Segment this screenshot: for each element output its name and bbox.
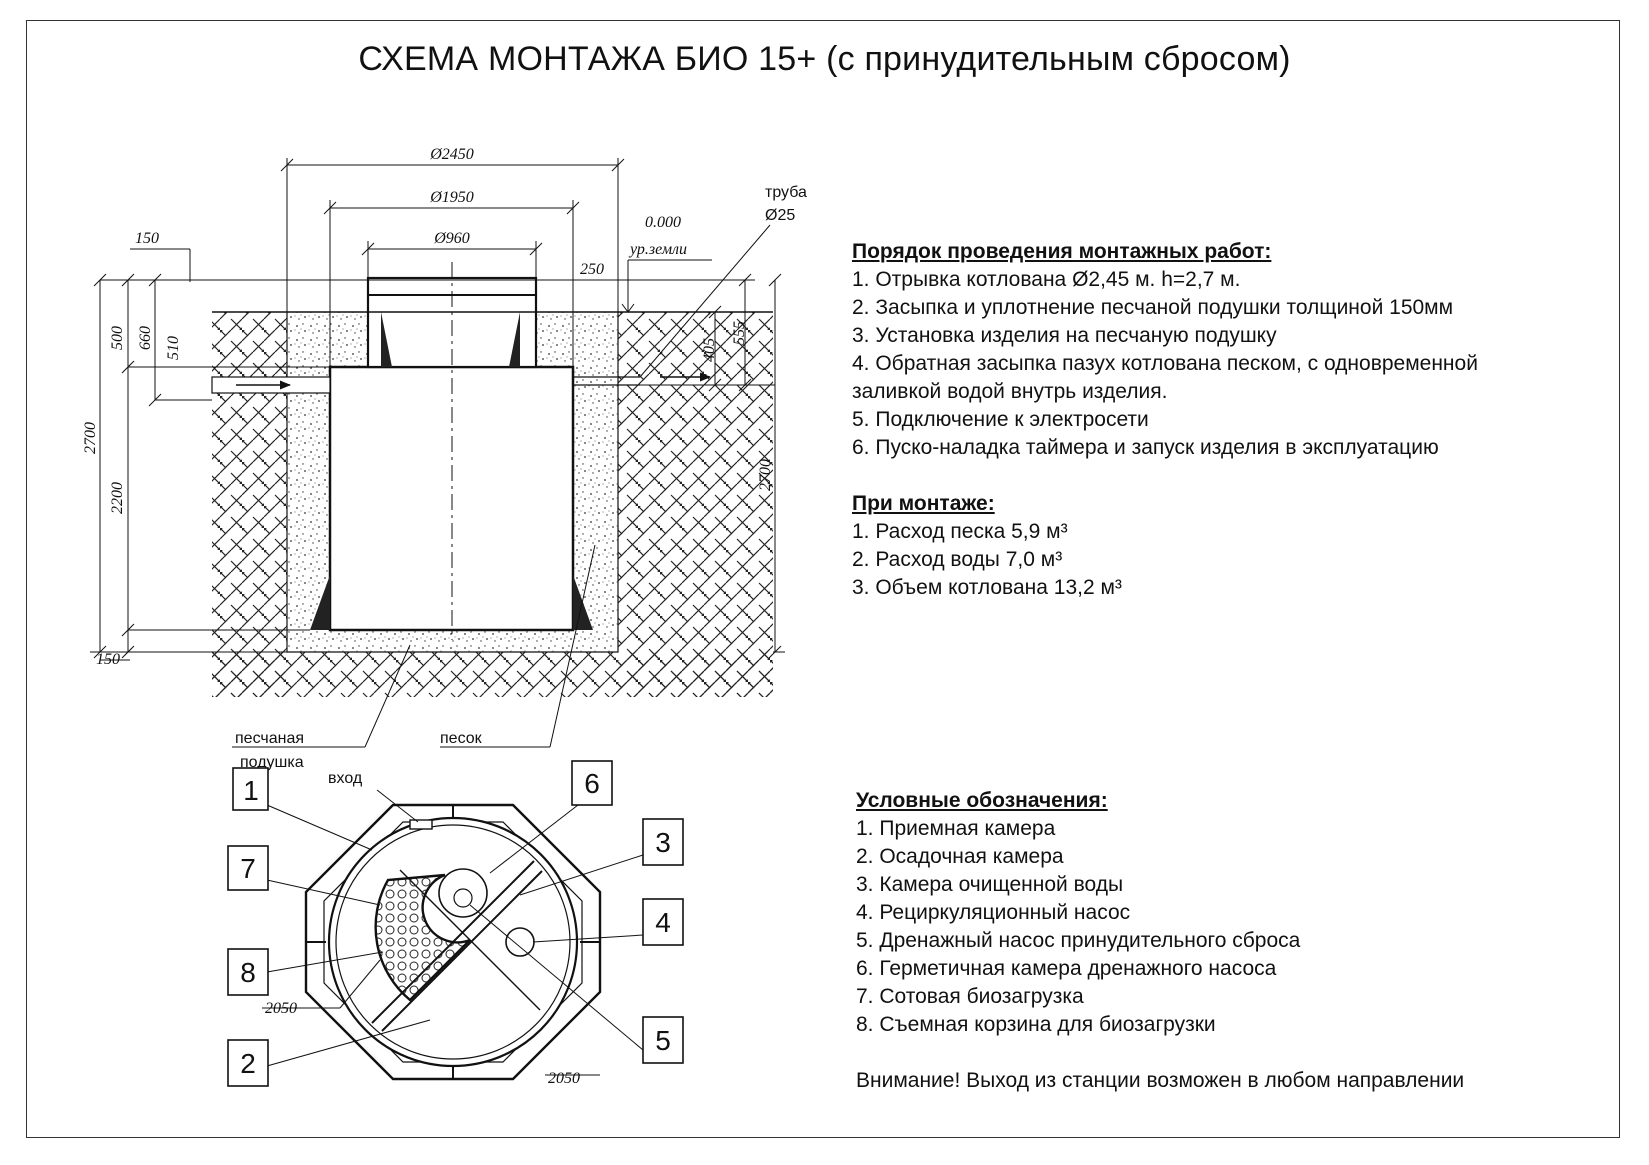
dimension-lines bbox=[90, 158, 785, 748]
callout-box-8 bbox=[227, 948, 269, 996]
dim-555: 555 bbox=[731, 321, 748, 345]
soil-bottom bbox=[212, 652, 773, 697]
direction-note: Внимание! Выход из станции возможен в лю… bbox=[856, 1069, 1465, 1092]
callout-box-6 bbox=[571, 760, 613, 806]
callout-box-5 bbox=[642, 1016, 684, 1064]
callout-box-2 bbox=[227, 1039, 269, 1087]
legend-item: 6. Герметичная камера дренажного насоса bbox=[856, 957, 1277, 980]
sand-label: песок bbox=[440, 730, 483, 747]
dim-510: 510 bbox=[165, 336, 182, 360]
callout-2: 2 bbox=[240, 1048, 256, 1079]
dim-960: Ø960 bbox=[433, 230, 470, 247]
dim-2450: Ø2450 bbox=[429, 146, 474, 163]
callout-box-3 bbox=[642, 818, 684, 866]
legend-block: Условные обозначения: 1. Приемная камера… bbox=[856, 787, 1300, 1039]
procedure-item: 3. Установка изделия на песчаную подушку bbox=[852, 324, 1277, 347]
procedure-item: 4. Обратная засыпка пазух котлована песк… bbox=[852, 352, 1478, 375]
pipe-label: труба bbox=[765, 184, 807, 201]
dim-2700-right: 2700 bbox=[757, 459, 774, 491]
dim-2700-left: 2700 bbox=[82, 422, 99, 454]
legend-heading: Условные обозначения: bbox=[856, 789, 1108, 812]
dim-660: 660 bbox=[137, 326, 154, 350]
ground-level-label: ур.земли bbox=[628, 241, 687, 258]
procedure-item: 5. Подключение к электросети bbox=[852, 408, 1149, 431]
plan-view bbox=[262, 803, 602, 1081]
callout-3: 3 bbox=[655, 827, 671, 858]
dim-500: 500 bbox=[109, 326, 126, 350]
recirculation-pump bbox=[505, 927, 535, 957]
pipe-diameter: Ø25 bbox=[765, 207, 795, 224]
dim-2200: 2200 bbox=[109, 482, 126, 514]
installation-item: 2. Расход воды 7,0 м³ bbox=[852, 548, 1063, 571]
page-title: СХЕМА МОНТАЖА БИО 15+ (с принудительным … bbox=[358, 40, 1291, 78]
installation-block: При монтаже: 1. Расход песка 5,9 м³ 2. Р… bbox=[852, 490, 1122, 602]
installation-heading: При монтаже: bbox=[852, 492, 995, 515]
drawing-frame bbox=[26, 20, 1620, 1138]
soil-left bbox=[212, 312, 287, 697]
callout-box-7 bbox=[227, 845, 269, 891]
legend-item: 1. Приемная камера bbox=[856, 817, 1056, 840]
soil-right bbox=[618, 312, 773, 697]
procedure-heading: Порядок проведения монтажных работ: bbox=[852, 240, 1272, 263]
dim-2050-b: 2050 bbox=[548, 1070, 580, 1087]
ground-level-value: 0.000 bbox=[645, 214, 681, 231]
dim-150-bottom: 150 bbox=[96, 651, 120, 668]
callout-4: 4 bbox=[655, 907, 671, 938]
callout-5: 5 bbox=[655, 1025, 671, 1056]
legend-item: 3. Камера очищенной воды bbox=[856, 873, 1124, 896]
sand-cushion-label-2: подушка bbox=[240, 754, 304, 771]
dim-250: 250 bbox=[580, 261, 604, 278]
inlet-label: вход bbox=[328, 770, 363, 787]
callout-8: 8 bbox=[240, 957, 256, 988]
procedure-item: 2. Засыпка и уплотнение песчаной подушки… bbox=[852, 296, 1454, 319]
legend-item: 7. Сотовая биозагрузка bbox=[856, 985, 1084, 1008]
procedure-block: Порядок проведения монтажных работ: 1. О… bbox=[852, 238, 1478, 462]
callout-1: 1 bbox=[243, 775, 259, 806]
callout-box-1 bbox=[232, 767, 269, 811]
procedure-item: 1. Отрывка котлована Ø2,45 м. h=2,7 м. bbox=[852, 268, 1241, 291]
legend-item: 5. Дренажный насос принудительного сброс… bbox=[856, 929, 1301, 952]
installation-item: 3. Объем котлована 13,2 м³ bbox=[852, 576, 1122, 599]
callout-box-4 bbox=[642, 898, 684, 946]
dim-1950: Ø1950 bbox=[429, 189, 474, 206]
sand-cushion-label-1: песчаная bbox=[235, 730, 304, 747]
legend-item: 4. Рециркуляционный насос bbox=[856, 901, 1131, 924]
legend-item: 2. Осадочная камера bbox=[856, 845, 1064, 868]
dim-405: 405 bbox=[701, 338, 718, 362]
dim-2050-a: 2050 bbox=[265, 1000, 297, 1017]
cross-section bbox=[211, 262, 773, 697]
legend-item: 8. Съемная корзина для биозагрузки bbox=[856, 1013, 1216, 1036]
callout-markers bbox=[227, 760, 684, 1087]
callout-leaders bbox=[266, 789, 644, 1067]
callout-7: 7 bbox=[240, 853, 256, 884]
installation-item: 1. Расход песка 5,9 м³ bbox=[852, 520, 1068, 543]
procedure-item: заливкой водой внутрь изделия. bbox=[852, 380, 1168, 403]
dim-150-top: 150 bbox=[135, 230, 159, 247]
callout-6: 6 bbox=[584, 768, 600, 799]
procedure-item: 6. Пуско-наладка таймера и запуск издели… bbox=[852, 436, 1439, 459]
